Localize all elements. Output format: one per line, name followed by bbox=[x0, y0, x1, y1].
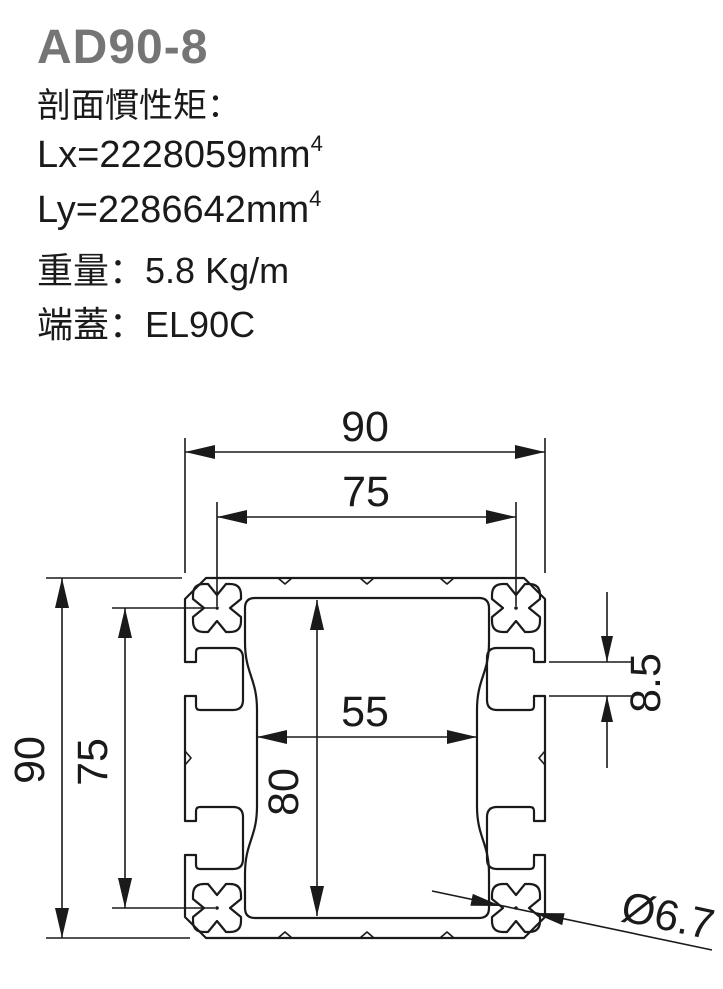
profile-section bbox=[183, 576, 547, 940]
dim-pitch-width-lines bbox=[216, 502, 517, 606]
inertia-lx-line: Lx=2228059mm4 bbox=[37, 131, 323, 177]
dim-overall-height-label: 90 bbox=[6, 736, 54, 784]
dim-overall-width: 90 bbox=[184, 403, 546, 573]
dim-pitch-height-label: 75 bbox=[69, 738, 117, 786]
dim-pitch-height-lines bbox=[112, 607, 215, 909]
boss-dot-top-right bbox=[514, 606, 518, 610]
dim-slot-opening-arrows bbox=[601, 636, 613, 722]
inertia-heading: 剖面慣性矩： bbox=[37, 87, 241, 125]
spec-panel: AD90-8 剖面慣性矩： Lx=2228059mm4 Ly=2286642mm… bbox=[0, 0, 723, 380]
dim-pitch-height-arrows bbox=[118, 608, 132, 908]
dim-inner-height: 80 bbox=[260, 600, 324, 916]
dim-hole-diameter-arrows bbox=[470, 893, 565, 926]
dim-hole-diameter-label: Ø6.7 bbox=[617, 883, 718, 949]
edge-nicks bbox=[184, 577, 546, 939]
dim-slot-opening-label: 8.5 bbox=[622, 653, 670, 713]
dim-inner-width-lines bbox=[256, 713, 478, 752]
boss-dot-top-left bbox=[215, 606, 219, 610]
dim-pitch-height: 75 bbox=[69, 607, 215, 909]
ly-exponent: 4 bbox=[309, 186, 322, 211]
lx-value: Lx=2228059mm bbox=[37, 134, 311, 176]
weight-label: 重量： bbox=[37, 250, 146, 291]
dim-slot-opening: 8.5 bbox=[549, 592, 670, 768]
dim-overall-height-lines bbox=[46, 577, 190, 939]
endcap-label: 端蓋： bbox=[37, 304, 146, 345]
dim-inner-width-label: 55 bbox=[341, 688, 389, 736]
model-title: AD90-8 bbox=[37, 21, 209, 74]
inertia-ly-line: Ly=2286642mm4 bbox=[37, 186, 321, 232]
boss-center-dots bbox=[215, 606, 518, 910]
dim-overall-width-label: 90 bbox=[341, 403, 389, 451]
dim-inner-width: 55 bbox=[256, 688, 478, 752]
dim-overall-height: 90 bbox=[6, 577, 190, 939]
ly-value: Ly=2286642mm bbox=[37, 189, 310, 231]
dim-pitch-width: 75 bbox=[216, 468, 517, 606]
weight-value: 5.8 Kg/m bbox=[145, 250, 290, 291]
dim-inner-height-label: 80 bbox=[260, 768, 308, 816]
endcap-line: 端蓋：EL90C bbox=[37, 296, 255, 348]
dim-hole-diameter: Ø6.7 bbox=[431, 883, 718, 951]
profile-outline bbox=[183, 576, 547, 940]
dim-pitch-width-label: 75 bbox=[342, 468, 390, 516]
dim-slot-opening-lines bbox=[549, 592, 632, 768]
endcap-value: EL90C bbox=[145, 304, 256, 345]
boss-dot-bottom-left bbox=[215, 906, 219, 910]
profile-center-cavity bbox=[243, 596, 491, 920]
lx-exponent: 4 bbox=[310, 131, 323, 156]
weight-line: 重量：5.8 Kg/m bbox=[37, 242, 289, 294]
dim-pitch-width-arrows bbox=[217, 510, 516, 524]
dim-overall-width-lines bbox=[184, 438, 546, 573]
